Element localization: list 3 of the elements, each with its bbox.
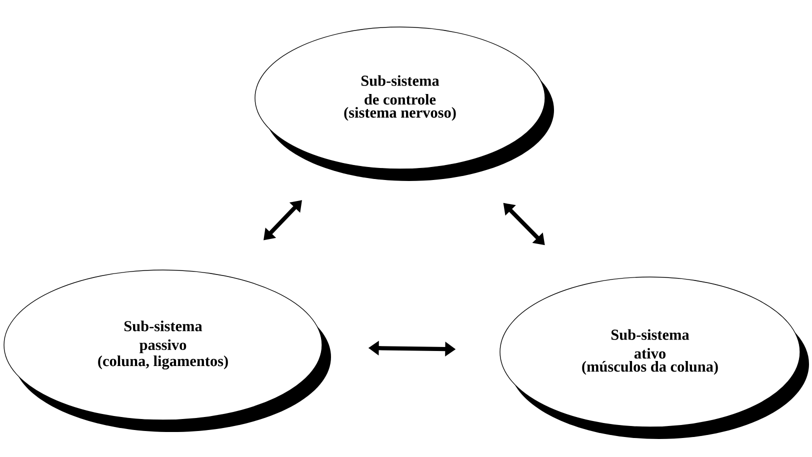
ellipse-node: Sub-sistema de controle (sistema nervoso) (254, 26, 554, 181)
ellipse-node: Sub-sistema passivo (coluna, ligamentos) (4, 270, 331, 432)
ellipse-node: Sub-sistema ativo (músculos da coluna) (500, 276, 809, 439)
